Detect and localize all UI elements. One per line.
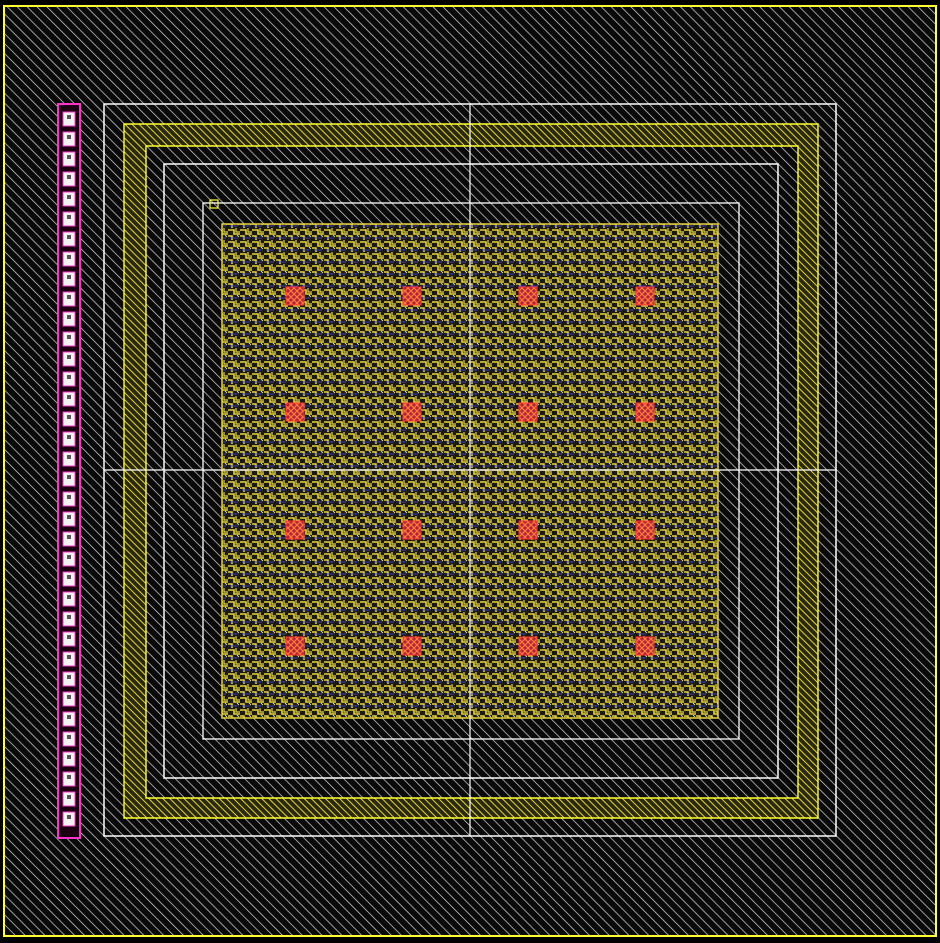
pad-contact-16 (67, 435, 71, 439)
pad-contact-22 (67, 555, 71, 559)
pad-contact-29 (67, 695, 71, 699)
via-1-3 (635, 402, 655, 422)
pad-contact-9 (67, 295, 71, 299)
pad-contact-13 (67, 375, 71, 379)
via-2-1 (402, 520, 422, 540)
pad-contact-25 (67, 615, 71, 619)
pad-contact-28 (67, 675, 71, 679)
pad-contact-5 (67, 215, 71, 219)
via-0-1 (402, 286, 422, 306)
via-2-0 (285, 520, 305, 540)
pad-contact-14 (67, 395, 71, 399)
via-3-0 (285, 636, 305, 656)
pad-contact-10 (67, 315, 71, 319)
pad-contact-6 (67, 235, 71, 239)
pad-contact-0 (67, 115, 71, 119)
pad-contact-31 (67, 735, 71, 739)
via-3-1 (402, 636, 422, 656)
pad-contact-15 (67, 415, 71, 419)
via-2-3 (635, 520, 655, 540)
origin-marker (209, 199, 219, 209)
pad-contact-27 (67, 655, 71, 659)
via-grid (285, 286, 655, 656)
via-0-0 (285, 286, 305, 306)
pad-contact-33 (67, 775, 71, 779)
pad-contact-4 (67, 195, 71, 199)
pad-contact-12 (67, 355, 71, 359)
pad-contact-23 (67, 575, 71, 579)
via-2-2 (518, 520, 538, 540)
via-1-0 (285, 402, 305, 422)
via-3-3 (635, 636, 655, 656)
pad-contact-18 (67, 475, 71, 479)
pad-contact-20 (67, 515, 71, 519)
die-boundary (3, 5, 937, 937)
pad-contact-19 (67, 495, 71, 499)
pad-contact-3 (67, 175, 71, 179)
via-3-2 (518, 636, 538, 656)
pad-contact-30 (67, 715, 71, 719)
pad-contact-26 (67, 635, 71, 639)
pad-contact-7 (67, 255, 71, 259)
pad-contact-1 (67, 135, 71, 139)
keepout-ring (202, 202, 740, 740)
inner-guard-ring (163, 163, 779, 779)
pad-contact-35 (67, 815, 71, 819)
via-1-2 (518, 402, 538, 422)
pad-contact-34 (67, 795, 71, 799)
pad-contact-8 (67, 275, 71, 279)
pad-contact-21 (67, 535, 71, 539)
via-1-1 (402, 402, 422, 422)
pad-contact-11 (67, 335, 71, 339)
pad-contact-24 (67, 595, 71, 599)
pad-contact-17 (67, 455, 71, 459)
via-0-3 (635, 286, 655, 306)
pad-contact-32 (67, 755, 71, 759)
pad-contact-2 (67, 155, 71, 159)
pad-column (57, 103, 81, 839)
seal-ring (123, 123, 819, 819)
via-0-2 (518, 286, 538, 306)
